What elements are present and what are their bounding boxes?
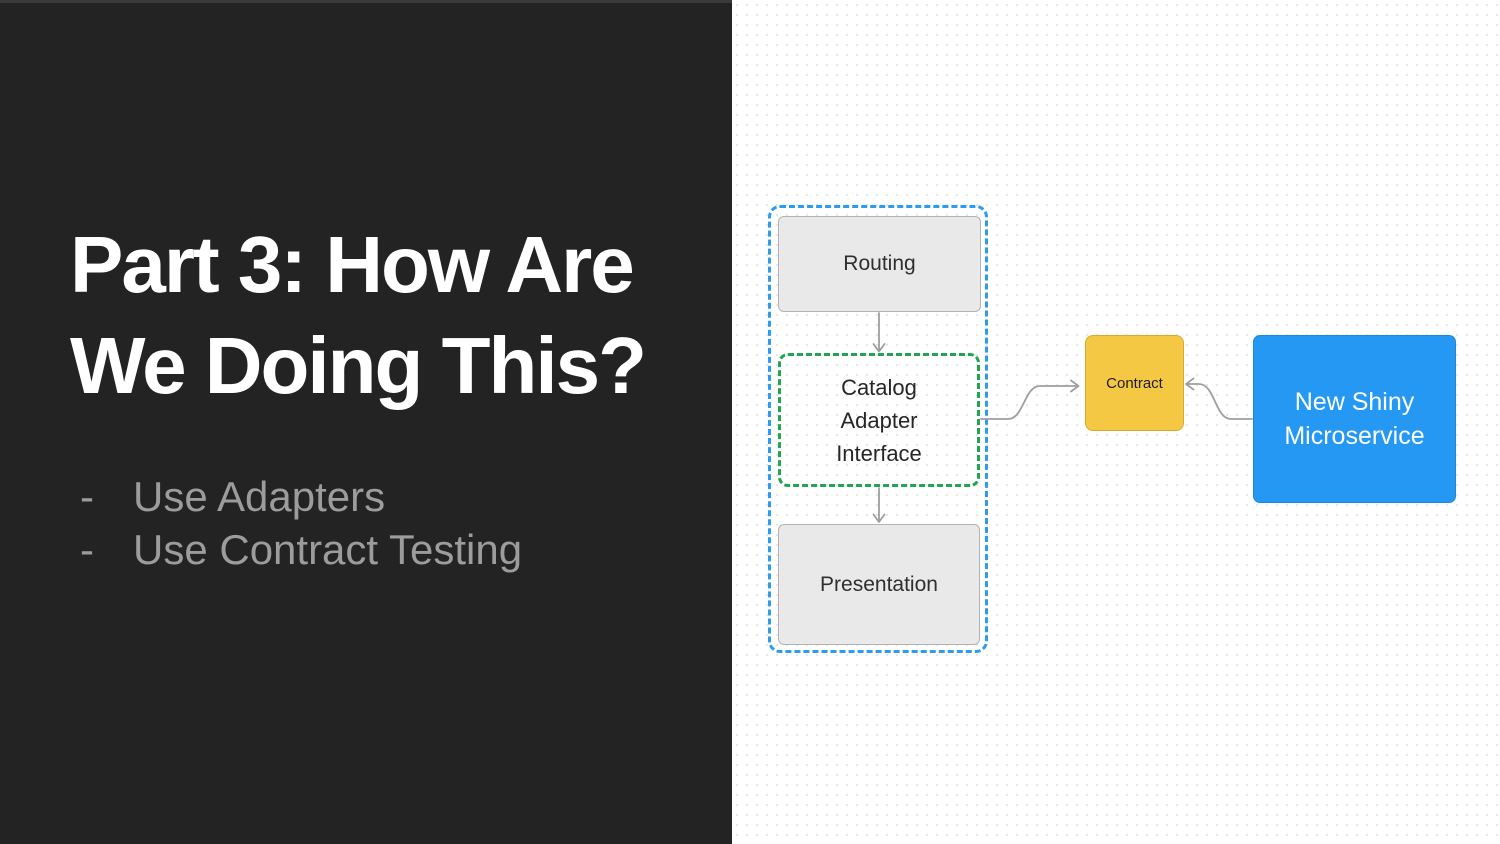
- node-contract: Contract: [1085, 335, 1184, 431]
- title-panel: Part 3: How Are We Doing This? - Use Ada…: [0, 0, 732, 844]
- slide-title-line-1: Part 3: How Are: [70, 220, 635, 309]
- bullet-text: Use Contract Testing: [133, 526, 523, 573]
- node-presentation-label: Presentation: [820, 572, 938, 596]
- node-new-shiny-microservice-label: New Shiny Microservice: [1284, 388, 1425, 450]
- node-contract-label: Contract: [1106, 374, 1163, 392]
- window-top-edge: [0, 0, 732, 3]
- node-routing-label: Routing: [843, 252, 916, 275]
- list-item: - Use Adapters: [80, 470, 522, 523]
- list-item: - Use Contract Testing: [80, 523, 522, 576]
- node-new-shiny-microservice: New Shiny Microservice: [1253, 335, 1456, 503]
- node-routing: Routing: [778, 216, 981, 312]
- frontend-group-frame: [768, 205, 988, 653]
- node-presentation: Presentation: [778, 524, 980, 645]
- bullet-dash: -: [80, 473, 94, 520]
- node-catalog-adapter-interface: Catalog Adapter Interface: [778, 353, 980, 487]
- bullet-dash: -: [80, 526, 94, 573]
- bullet-list: - Use Adapters - Use Contract Testing: [80, 470, 522, 576]
- slide-title-line-2: We Doing This?: [70, 321, 647, 410]
- node-catalog-adapter-interface-label: Catalog Adapter Interface: [836, 374, 922, 466]
- bullet-text: Use Adapters: [133, 473, 386, 520]
- slide-title: Part 3: How Are We Doing This?: [70, 214, 710, 416]
